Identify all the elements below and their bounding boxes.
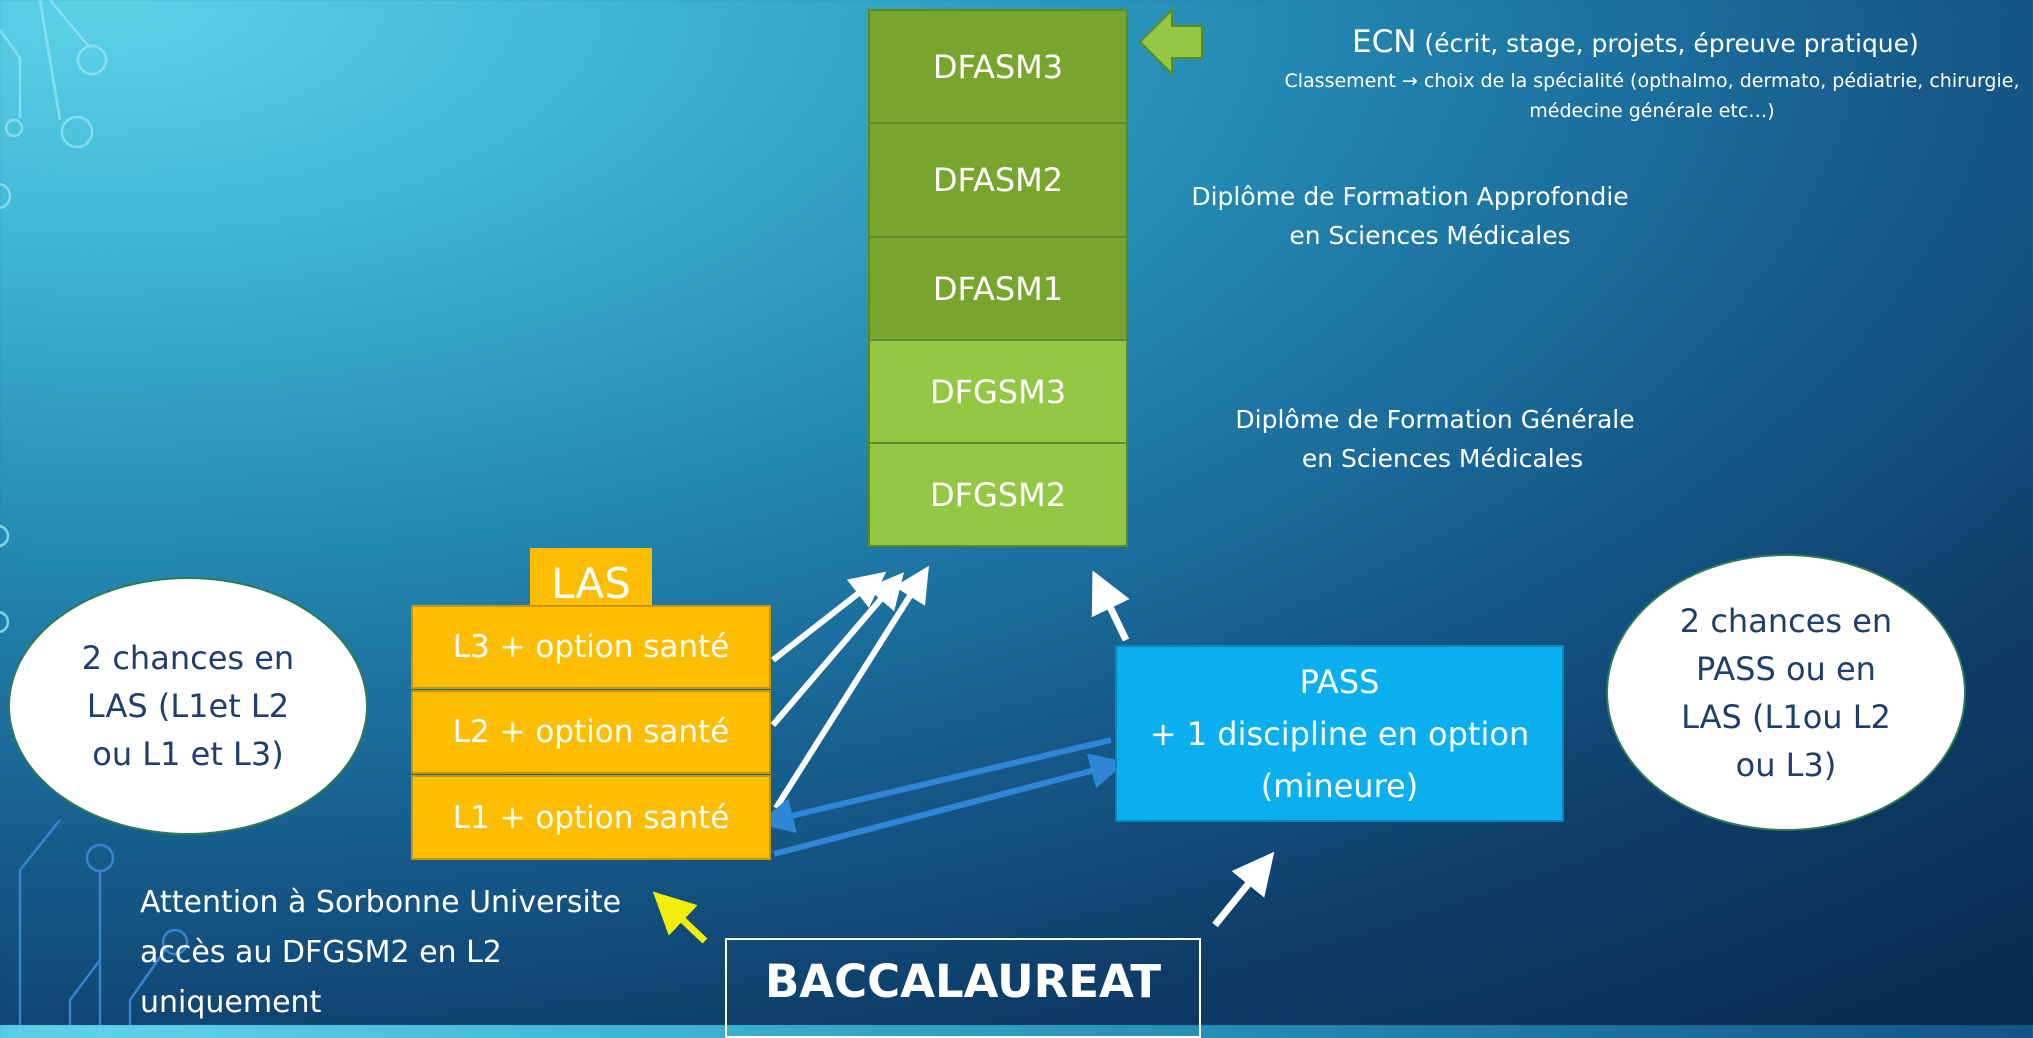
pass-option-line: + 1 discipline en option (1149, 714, 1530, 753)
pass-chances-oval: 2 chances en PASS ou en LAS (L1ou L2 ou … (1606, 554, 1966, 831)
ecn-title: ECN (1352, 24, 1417, 60)
arrow-l3-to-dfgsm2 (771, 571, 887, 663)
sorbonne-note: Attention à Sorbonne Universite accès au… (140, 878, 621, 1028)
arrow-bac-to-pass (1212, 851, 1275, 928)
sorbonne-note-line3: uniquement (140, 985, 322, 1020)
pass-chances-line1: 2 chances en (1679, 601, 1893, 640)
las-title: LAS (530, 548, 652, 610)
dfgsm-description-line1: Diplôme de Formation Générale (1235, 405, 1635, 434)
dfasm-description-line2: en Sciences Médicales (1289, 221, 1571, 250)
arrow-l1-to-dfgsm2 (773, 565, 929, 810)
arrow-l1-to-pass (773, 753, 1127, 857)
pass-chances-line4: ou L3) (1735, 745, 1837, 784)
ecn-subtitle: (écrit, stage, projets, épreuve pratique… (1416, 29, 1919, 58)
pass-title: PASS (1299, 662, 1380, 701)
las-chances-line2: LAS (L1et L2 (86, 687, 290, 725)
las-l3-box: L3 + option santé (411, 605, 771, 689)
sorbonne-note-line1: Attention à Sorbonne Universite (140, 885, 622, 920)
medical-studies-stack: DFASM3 DFASM2 DFASM1 DFGSM3 DFGSM2 (868, 9, 1128, 547)
stack-dfgsm2: DFGSM2 (870, 444, 1126, 545)
arrow-pass-to-l1 (757, 737, 1112, 834)
baccalaureat-box: BACCALAUREAT (725, 938, 1201, 1038)
ecn-pointer-arrow (1138, 7, 1203, 77)
ecn-ranking-line2: médecine générale etc…) (1529, 100, 1775, 122)
stack-dfasm1: DFASM1 (870, 238, 1126, 341)
las-chances-line1: 2 chances en (81, 639, 295, 677)
las-l2-box: L2 + option santé (411, 690, 771, 774)
stack-dfgsm3: DFGSM3 (870, 341, 1126, 444)
arrow-l2-to-dfgsm2 (770, 572, 904, 727)
stack-dfasm2: DFASM2 (870, 124, 1126, 238)
ecn-ranking-line1: Classement → choix de la spécialité (opt… (1284, 70, 2020, 92)
pass-chances-line2: PASS ou en (1696, 649, 1876, 688)
las-chances-oval: 2 chances en LAS (L1et L2 ou L1 et L3) (8, 577, 368, 835)
pass-chances-line3: LAS (L1ou L2 (1681, 697, 1891, 736)
ecn-header: ECN (écrit, stage, projets, épreuve prat… (1262, 24, 2033, 60)
pass-box: PASS + 1 discipline en option (mineure) (1115, 645, 1564, 822)
sorbonne-note-line2: accès au DFGSM2 en L2 (140, 935, 502, 970)
circuit-decoration (0, 0, 108, 634)
highlight-arrow-l1 (652, 891, 708, 944)
dfgsm-description-line2: en Sciences Médicales (1301, 444, 1584, 473)
las-l1-box: L1 + option santé (411, 775, 771, 860)
stack-dfasm3: DFASM3 (870, 11, 1126, 124)
pass-minor-line: (mineure) (1260, 766, 1419, 805)
dfasm-description-line1: Diplôme de Formation Approfondie (1191, 182, 1629, 211)
las-chances-line3: ou L1 et L3) (92, 735, 284, 773)
arrow-pass-to-dfgsm2 (1091, 570, 1130, 642)
